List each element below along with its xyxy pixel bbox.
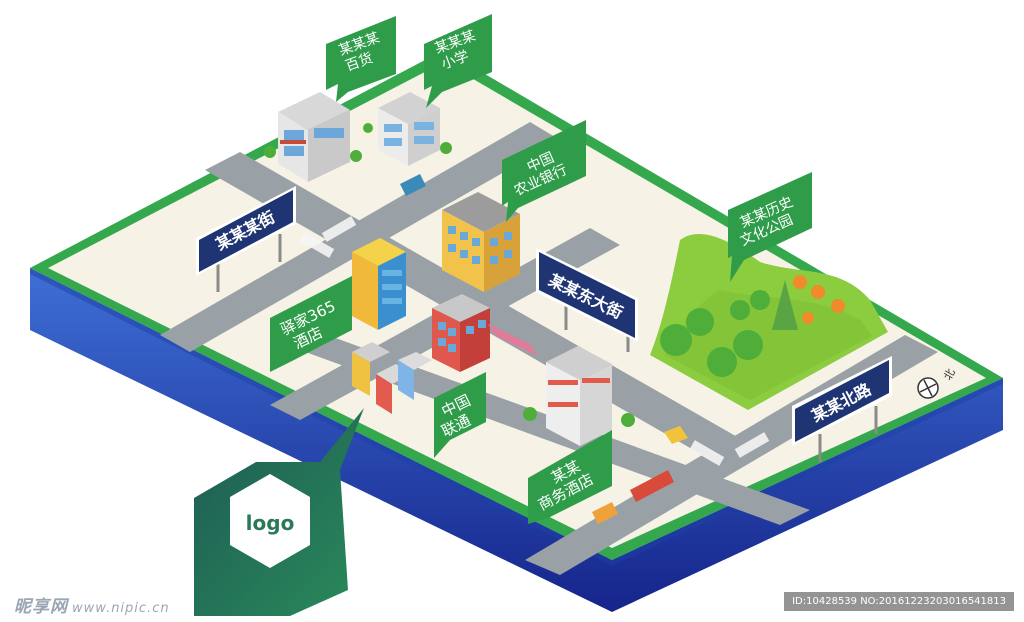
sign-north-road: 某某北路 [792, 356, 892, 462]
business-hotel-building [546, 346, 612, 446]
department-store-building [278, 92, 350, 182]
orange-trees [793, 275, 845, 324]
logo-text: logo [246, 511, 295, 535]
watermark-id: ID:10428539 NO:20161223203016541813 [784, 592, 1014, 611]
trees [264, 123, 798, 427]
label-china-unicom: 中国 联通 [434, 372, 486, 458]
vehicles [400, 174, 688, 524]
small-buildings-cluster [352, 342, 432, 414]
inn-365-hotel-building [352, 238, 406, 330]
watermark-brand-name: 昵享网 [14, 597, 68, 617]
primary-school-building [378, 92, 440, 166]
china-unicom-building [432, 294, 490, 372]
watermark-brand: 昵享网 www.nipic.cn [14, 592, 170, 617]
label-department-store: 某某某 百货 [326, 16, 396, 102]
watermark-site: www.nipic.cn [72, 601, 170, 616]
sign-east-avenue: 某某东大街 [536, 248, 638, 352]
base-slab [30, 268, 1003, 612]
label-primary-school: 某某某 小学 [424, 14, 492, 108]
agri-bank-building [442, 192, 520, 292]
north-arrow-icon: 北 [917, 366, 958, 399]
logo-badge: logo [194, 408, 364, 616]
